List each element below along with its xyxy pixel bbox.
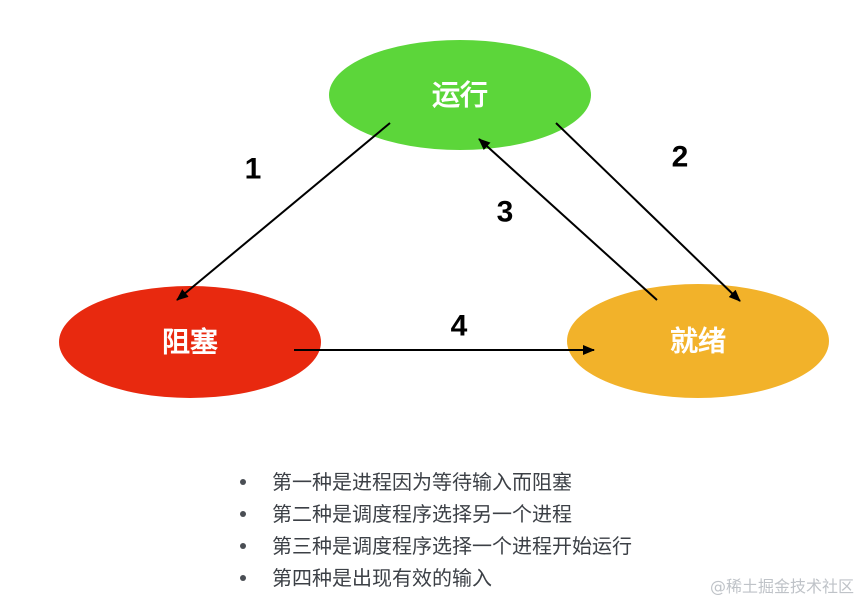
edge-1-arrow xyxy=(176,122,391,301)
state-ready: 就绪 xyxy=(567,284,829,398)
transition-note-3: 第三种是调度程序选择一个进程开始运行 xyxy=(236,530,632,562)
transition-note-4: 第四种是出现有效的输入 xyxy=(236,562,632,594)
state-running: 运行 xyxy=(329,40,591,150)
edge-2-arrow xyxy=(555,122,741,302)
state-running-label: 运行 xyxy=(432,79,488,112)
state-blocked: 阻塞 xyxy=(59,286,321,398)
state-running-shape xyxy=(329,40,591,150)
transition-note-1: 第一种是进程因为等待输入而阻塞 xyxy=(236,466,632,498)
edge-3-arrow xyxy=(478,138,658,301)
edge-3-label: 3 xyxy=(497,196,514,229)
state-ready-shape xyxy=(567,284,829,398)
state-ready-label: 就绪 xyxy=(670,325,726,358)
transition-notes-list: 第一种是进程因为等待输入而阻塞 第二种是调度程序选择另一个进程 第三种是调度程序… xyxy=(236,466,632,594)
state-blocked-label: 阻塞 xyxy=(162,326,218,359)
edge-4-label: 4 xyxy=(451,310,468,343)
state-blocked-shape xyxy=(59,286,321,398)
edge-2-label: 2 xyxy=(672,141,689,174)
transition-note-2: 第二种是调度程序选择另一个进程 xyxy=(236,498,632,530)
state-diagram: 运行 阻塞 就绪 1 2 3 4 xyxy=(59,40,829,398)
watermark: @稀土掘金技术社区 xyxy=(709,577,854,596)
edge-1-label: 1 xyxy=(245,153,262,186)
